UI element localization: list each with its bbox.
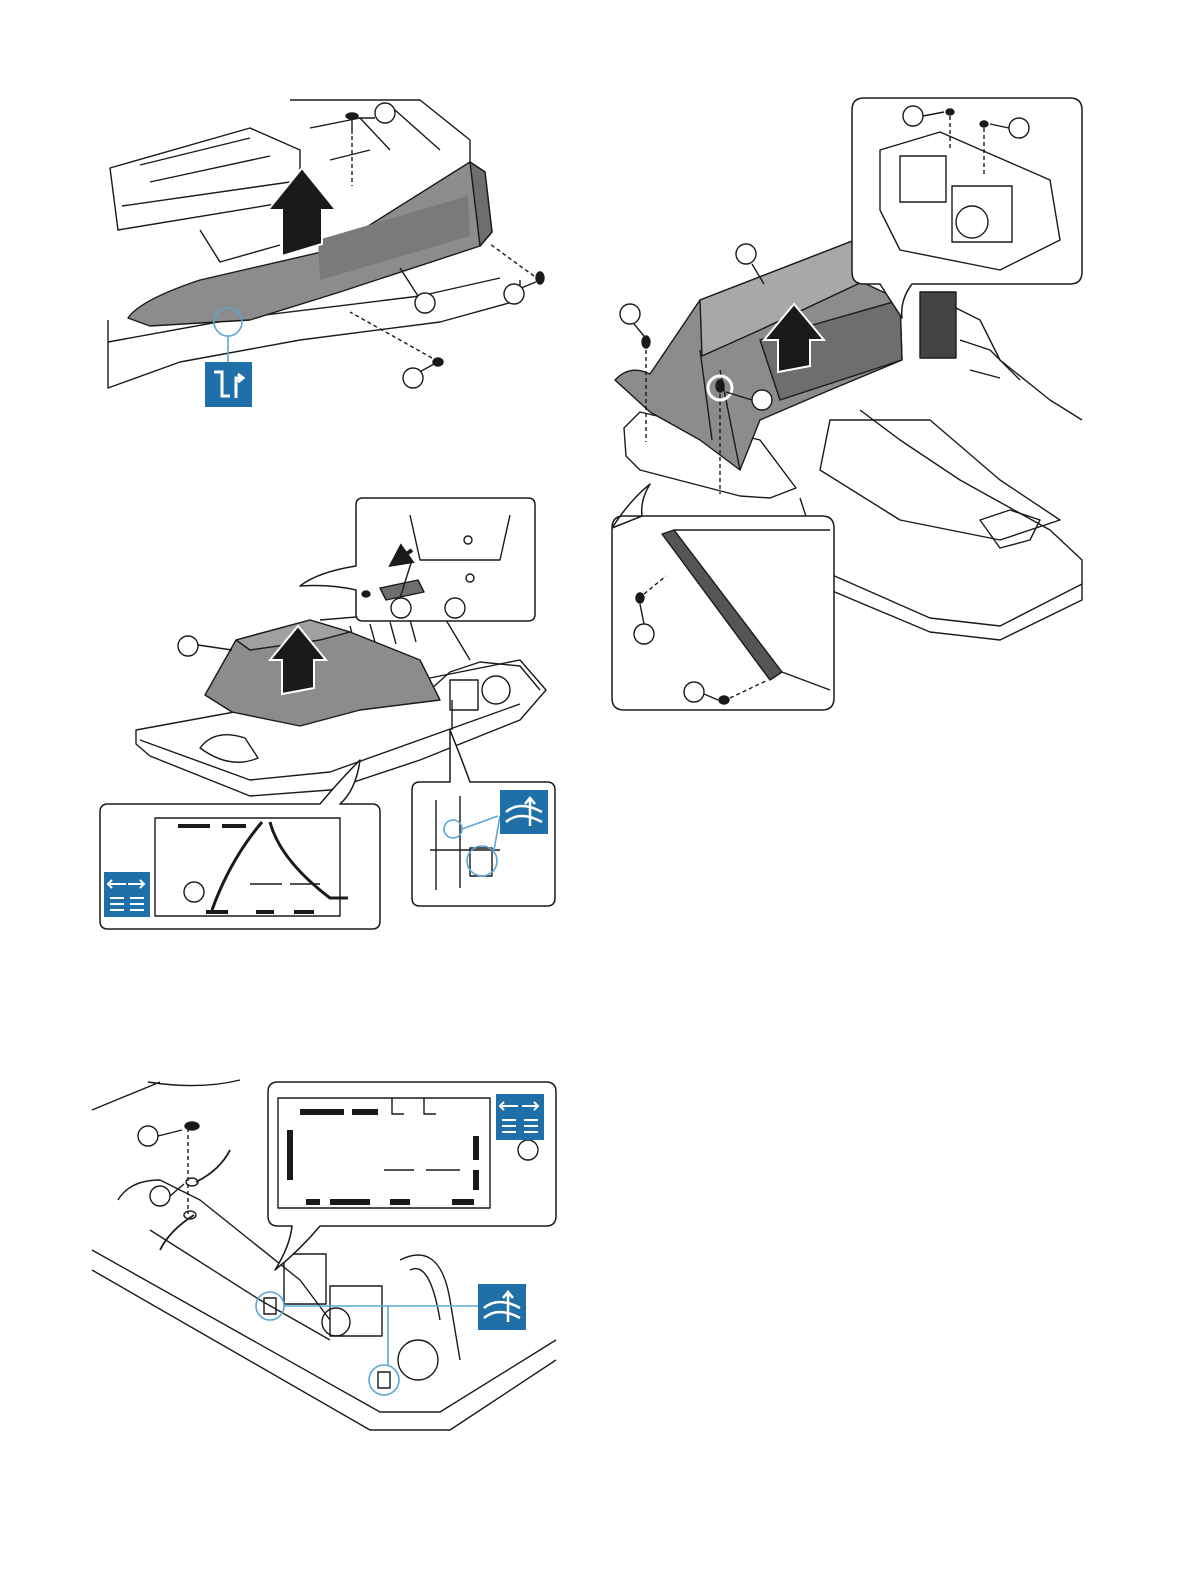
motor-fan (322, 1308, 350, 1336)
unit-rear-outline (92, 1080, 240, 1110)
callout-circle (138, 1126, 158, 1146)
callout-circle (518, 1140, 538, 1160)
callout-circle (415, 293, 435, 313)
connector-disconnect-icon (496, 1094, 544, 1140)
harness-release-icon (478, 1284, 526, 1330)
rear-frame-details (960, 340, 1020, 380)
ground-wire (160, 1150, 230, 1250)
callout-circle (504, 284, 524, 304)
screw-top (346, 113, 358, 186)
motor-screw (946, 109, 954, 115)
callout-circle (184, 882, 204, 902)
drive-gear (398, 1340, 438, 1380)
rail-screw (636, 593, 644, 603)
callout-circle (150, 1186, 170, 1206)
lever-screw (362, 591, 370, 597)
rail-screw (719, 696, 729, 704)
motor-block (284, 1254, 326, 1304)
callout-circle (752, 390, 772, 410)
unit-front-outline (92, 1250, 556, 1412)
screw-bottom (350, 312, 443, 366)
callout-circle (903, 106, 923, 126)
callout-circle (391, 598, 411, 618)
ground-screw (185, 1122, 199, 1130)
callout-circle (178, 636, 198, 656)
right-bracket (920, 292, 956, 358)
callout-circle (1009, 118, 1029, 138)
leader-line (158, 1130, 182, 1136)
callout-circle (634, 624, 654, 644)
harness-callout-ring (369, 1365, 399, 1395)
callout-circle (620, 304, 640, 324)
hook-release-icon (205, 362, 252, 407)
rear-frame (940, 300, 1082, 420)
leader-line (198, 645, 232, 650)
callout-circle (736, 244, 756, 264)
motor-block-2 (330, 1286, 382, 1336)
motor-screw (980, 121, 988, 127)
harness-clamp (378, 1372, 390, 1388)
paper-tray-guide (200, 230, 280, 262)
callout-circle (375, 103, 395, 123)
paper-tray (110, 128, 300, 230)
figure-tray-unit (100, 498, 555, 929)
harness-release-icon (500, 790, 548, 834)
callout-circle (403, 368, 423, 388)
callout-circle (684, 682, 704, 702)
detail-bubble-motor (852, 98, 1082, 318)
connector-disconnect-icon (104, 872, 150, 917)
figure-upper-cover (108, 100, 544, 388)
figure-board-ground (92, 1080, 556, 1430)
screw-center (716, 380, 724, 392)
figure-feed-unit (612, 98, 1082, 710)
leader-line (400, 268, 418, 296)
paper-tray-ribs (122, 138, 290, 206)
leader-line (634, 324, 644, 336)
screw-left (642, 336, 650, 348)
callout-circle (445, 598, 465, 618)
